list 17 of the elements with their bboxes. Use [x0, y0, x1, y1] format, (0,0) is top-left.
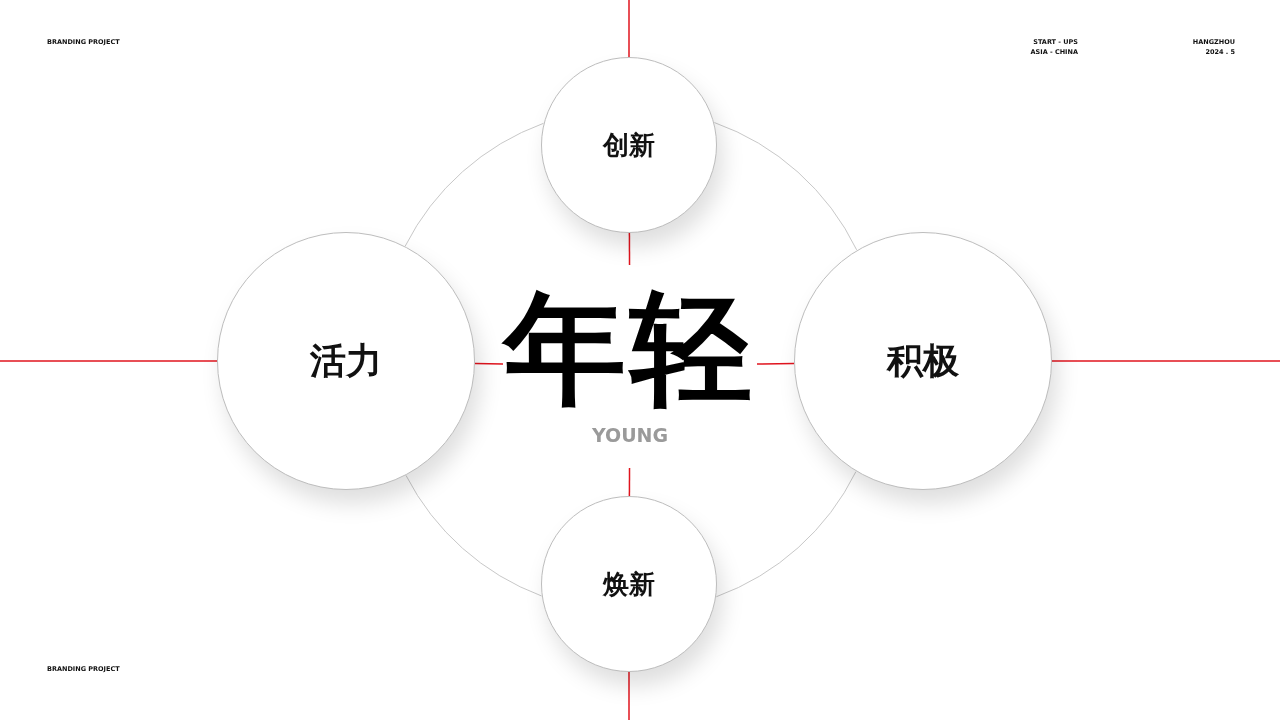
ring-arc: [715, 471, 857, 598]
ring-arc: [404, 122, 544, 247]
node-label: 创新: [603, 128, 655, 162]
connector-line: [628, 467, 631, 497]
connector-line: [628, 0, 630, 58]
node-label: 积极: [887, 338, 959, 383]
node-label: 焕新: [603, 567, 655, 601]
connector-line: [628, 232, 631, 266]
connector-line: [1051, 360, 1280, 362]
ring-arc: [405, 474, 543, 597]
connector-line: [474, 362, 504, 365]
connector-line: [756, 362, 795, 365]
connector-line: [628, 671, 630, 720]
node-label: 活力: [310, 338, 382, 383]
connector-line: [0, 360, 218, 362]
ring-arc: [713, 122, 858, 251]
subtitle: YOUNG: [591, 423, 669, 446]
